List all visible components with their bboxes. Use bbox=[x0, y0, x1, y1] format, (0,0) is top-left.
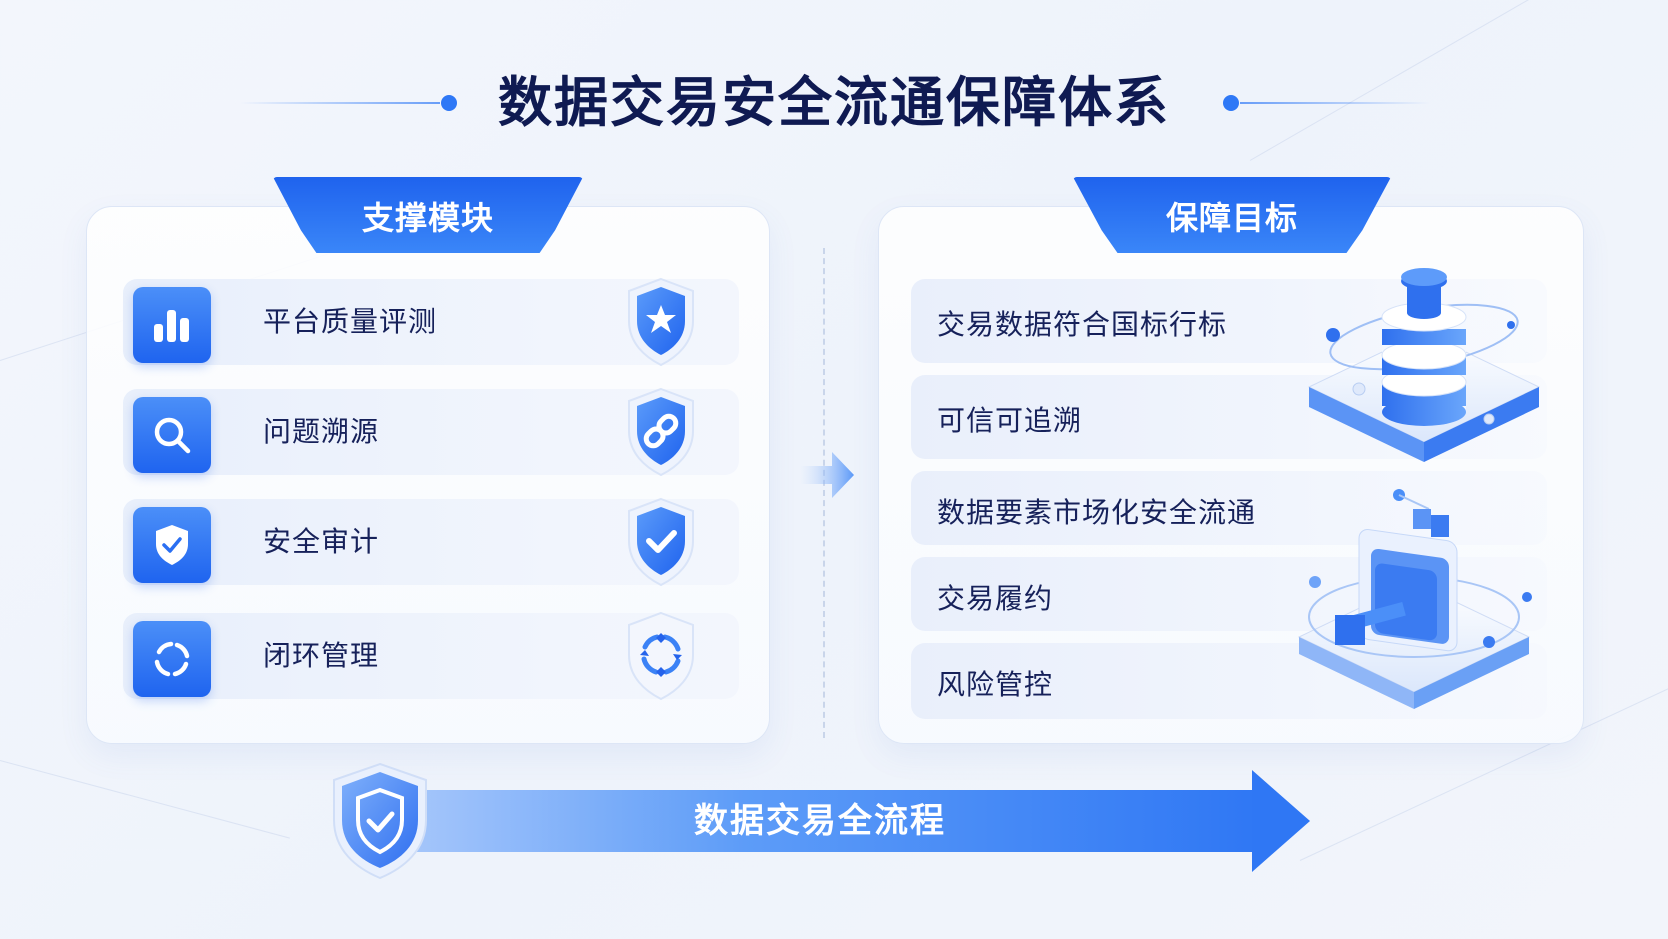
process-flow-bar bbox=[400, 790, 1260, 852]
shield-link-icon bbox=[628, 387, 694, 477]
module-item-closed-loop: 闭环管理 bbox=[123, 611, 739, 701]
title-decor-dot-right bbox=[1223, 95, 1239, 111]
arrow-right-icon bbox=[800, 452, 854, 498]
title-decor-line-right bbox=[1240, 102, 1430, 104]
background-line bbox=[0, 760, 290, 839]
panel-divider bbox=[823, 248, 825, 738]
shield-check-icon bbox=[133, 507, 211, 583]
goal-label: 可信可追溯 bbox=[937, 404, 1083, 437]
secure-terminal-illustration bbox=[1297, 489, 1532, 709]
goal-label: 交易履约 bbox=[937, 582, 1054, 615]
goal-label: 风险管控 bbox=[937, 668, 1054, 701]
shield-cycle-icon bbox=[628, 611, 694, 701]
goal-item: 数据要素市场化安全流通 bbox=[911, 471, 1547, 545]
module-label: 问题溯源 bbox=[263, 415, 380, 448]
title-decor-dot-left bbox=[441, 95, 457, 111]
module-item-traceability: 问题溯源 bbox=[123, 387, 739, 477]
module-label: 平台质量评测 bbox=[263, 305, 438, 338]
goal-label: 数据要素市场化安全流通 bbox=[937, 496, 1257, 529]
shield-star-icon bbox=[628, 277, 694, 367]
goal-label: 交易数据符合国标行标 bbox=[937, 308, 1228, 341]
shield-check-icon bbox=[628, 497, 694, 587]
module-label: 闭环管理 bbox=[263, 639, 380, 672]
page-title: 数据交易安全流通保障体系 bbox=[498, 71, 1170, 134]
module-item-quality: 平台质量评测 bbox=[123, 277, 739, 367]
assurance-goals-heading: 保障目标 bbox=[1073, 177, 1391, 253]
title-decor-line-left bbox=[240, 102, 440, 104]
module-label: 安全审计 bbox=[263, 525, 380, 558]
cycle-icon bbox=[133, 621, 211, 697]
process-flow-label: 数据交易全流程 bbox=[694, 801, 946, 841]
shield-check-icon bbox=[333, 762, 427, 880]
support-modules-panel: 支撑模块 平台质量评测 问题溯源 安全审计 bbox=[86, 177, 770, 744]
support-modules-heading: 支撑模块 bbox=[273, 177, 583, 253]
assurance-goals-panel: 保障目标 交易数据符合国标行标 可信可追溯 数据要素市场化安全流通 交易履约 风… bbox=[878, 177, 1584, 744]
database-stack-illustration bbox=[1307, 268, 1541, 462]
title-area: 数据交易安全流通保障体系 bbox=[0, 68, 1668, 138]
bar-chart-icon bbox=[133, 287, 211, 363]
search-icon bbox=[133, 397, 211, 473]
module-item-audit: 安全审计 bbox=[123, 497, 739, 587]
process-flow-arrowhead bbox=[1252, 770, 1310, 872]
